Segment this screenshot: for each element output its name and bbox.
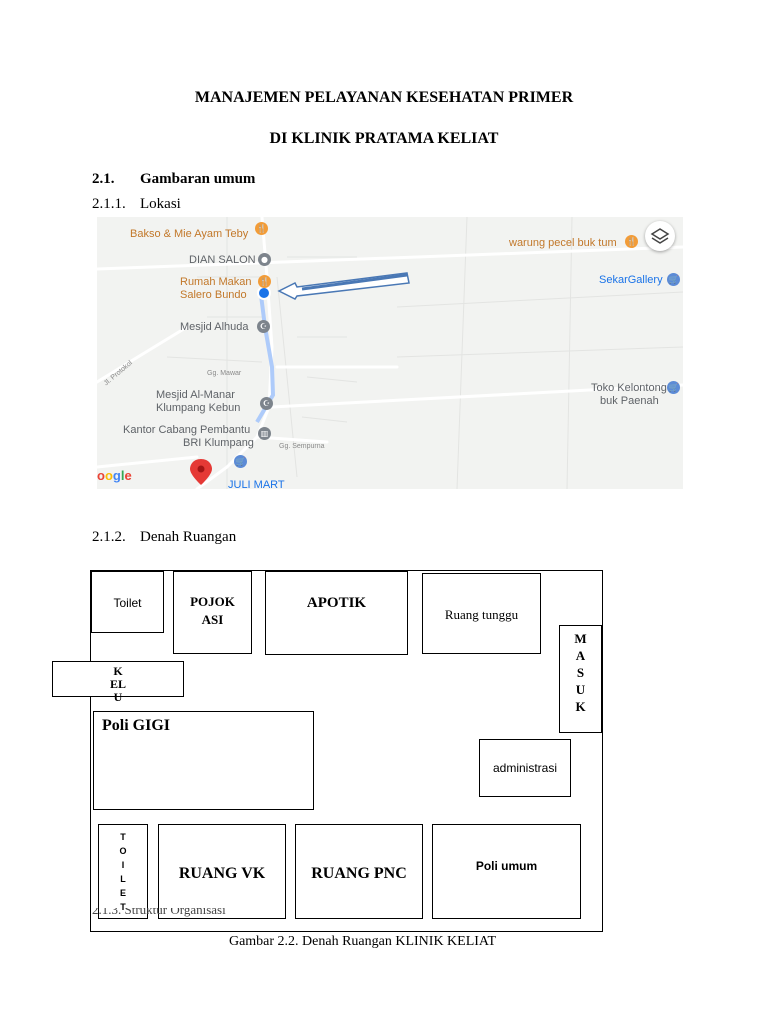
- room-poli-umum: Poli umum: [432, 824, 581, 919]
- room-pojok-asi: POJOK ASI: [173, 571, 252, 654]
- map-label-bakso[interactable]: Bakso & Mie Ayam Teby: [130, 228, 249, 240]
- map-label-dian-salon[interactable]: DIAN SALON: [189, 254, 256, 266]
- map-label-juli-mart[interactable]: JULI MART: [228, 479, 285, 489]
- subsection-number: 2.1.2.: [92, 529, 126, 545]
- shop-icon[interactable]: 🛒: [667, 273, 680, 286]
- google-logo: oogle: [97, 468, 132, 483]
- layers-icon: [650, 228, 670, 244]
- room-ruang-vk: RUANG VK: [158, 824, 286, 919]
- current-location-dot: [257, 286, 271, 300]
- doc-title-line2: DI KLINIK PRATAMA KELIAT: [269, 130, 499, 147]
- room-label: POJOK: [190, 594, 235, 609]
- room-label: RUANG VK: [178, 865, 266, 882]
- layers-button[interactable]: [645, 221, 675, 251]
- map-label-klumpang-kebun[interactable]: Klumpang Kebun: [156, 402, 241, 414]
- map-label-toko-kelontong[interactable]: Toko Kelontong: [591, 382, 667, 394]
- place-icon[interactable]: ●: [258, 253, 271, 266]
- shop-icon[interactable]: 🛒: [234, 455, 247, 468]
- section-number: 2.1.: [92, 171, 115, 187]
- location-pin-icon: [190, 459, 212, 485]
- room-label: ASI: [201, 612, 224, 627]
- section-title: Gambaran umum: [140, 171, 256, 187]
- figure-caption: Gambar 2.2. Denah Ruangan KLINIK KELIAT: [228, 934, 497, 949]
- restaurant-icon[interactable]: 🍴: [255, 222, 268, 235]
- subsection-title: Lokasi: [140, 196, 181, 212]
- subsection-title: Denah Ruangan: [140, 529, 237, 545]
- room-label: Ruang tunggu: [444, 607, 519, 622]
- room-ruang-tunggu: Ruang tunggu: [422, 573, 541, 654]
- room-label: APOTIK: [306, 595, 367, 611]
- map-label-buk-paenah[interactable]: buk Paenah: [600, 395, 659, 407]
- shop-icon[interactable]: 🛒: [667, 381, 680, 394]
- map-label-kantor-cabang[interactable]: Kantor Cabang Pembantu: [123, 424, 251, 436]
- room-apotik: APOTIK: [265, 571, 408, 655]
- road-label-mawar: Gg. Mawar: [207, 370, 242, 377]
- room-toilet-top: Toilet: [91, 571, 164, 633]
- subsection-number: 2.1.1.: [92, 196, 126, 212]
- map-label-bri-klumpang[interactable]: BRI Klumpang: [183, 437, 254, 449]
- map-label-warung[interactable]: warung pecel buk tum: [509, 237, 617, 249]
- entrance-masuk: M A S U K: [559, 625, 602, 733]
- room-label: T O I L E T: [119, 832, 127, 912]
- map-label-salero-bundo[interactable]: Salero Bundo: [180, 289, 247, 301]
- restaurant-icon[interactable]: 🍴: [258, 275, 271, 288]
- map-label-sekar-gallery[interactable]: SekarGallery: [599, 274, 663, 286]
- overlapped-heading: 2.1.3. Struktur Organisasi: [92, 908, 226, 917]
- doc-title-line1: MANAJEMEN PELAYANAN KESEHATAN PRIMER: [194, 89, 574, 106]
- bank-icon[interactable]: ▥: [258, 427, 271, 440]
- room-poli-gigi: Poli GIGI: [93, 711, 314, 810]
- room-label: Poli umum: [475, 859, 538, 873]
- map-label-rumah-makan[interactable]: Rumah Makan: [180, 276, 252, 288]
- room-label: RUANG PNC: [311, 865, 407, 882]
- room-label: M A S U K: [574, 631, 587, 714]
- mosque-icon[interactable]: ☪: [260, 397, 273, 410]
- room-label: Toilet: [113, 596, 142, 610]
- restaurant-icon[interactable]: 🍴: [625, 235, 638, 248]
- room-label: administrasi: [492, 761, 558, 775]
- room-ruang-pnc: RUANG PNC: [295, 824, 423, 919]
- exit-keluar: K EL U: [52, 661, 184, 704]
- mosque-icon[interactable]: ☪: [257, 320, 270, 333]
- road-label-sempurna: Gg. Sempurna: [279, 443, 325, 450]
- room-administrasi: administrasi: [479, 739, 571, 797]
- room-toilet-side: T O I L E T: [98, 824, 148, 919]
- room-label: Poli GIGI: [102, 717, 171, 734]
- room-label: K EL U: [109, 664, 126, 704]
- location-map[interactable]: 🍴 Bakso & Mie Ayam Teby ● DIAN SALON 🍴 R…: [97, 217, 683, 489]
- map-label-mesjid-almanar[interactable]: Mesjid Al-Manar: [156, 389, 235, 401]
- map-label-mesjid-alhuda[interactable]: Mesjid Alhuda: [180, 321, 249, 333]
